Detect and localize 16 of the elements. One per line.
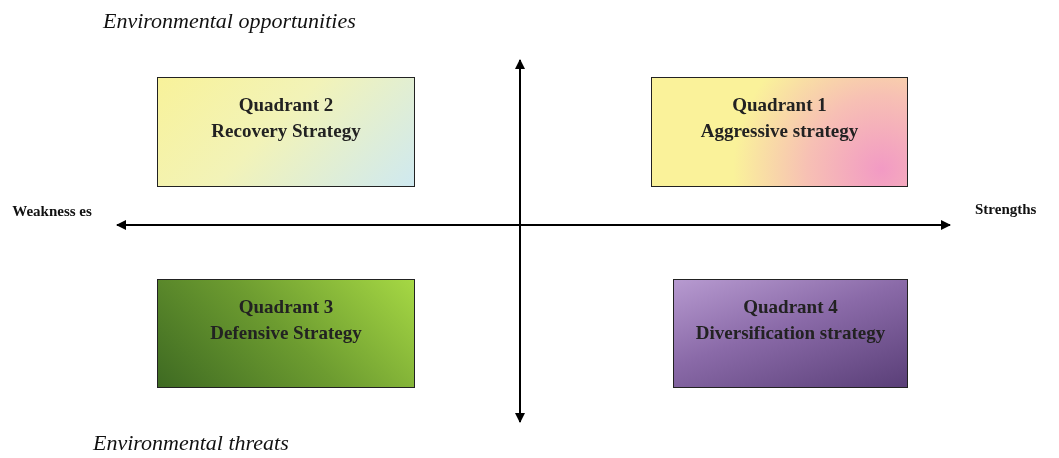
strategy-name: Diversification strategy	[695, 321, 886, 345]
quadrant-number: Quadrant 3	[238, 295, 334, 319]
quadrant-box	[157, 279, 415, 388]
strategy-name: Recovery Strategy	[211, 119, 361, 143]
axis-label: Environmental opportunities	[103, 8, 356, 34]
quadrant-box	[651, 77, 908, 187]
axis-label: Environmental threats	[93, 430, 289, 456]
strategy-name: Aggressive strategy	[700, 119, 859, 143]
quadrant-box	[157, 77, 415, 187]
quadrant-number: Quadrant 2	[238, 93, 334, 117]
quadrant-box	[673, 279, 908, 388]
quadrant-number: Quadrant 4	[743, 295, 838, 319]
axis-label: Strengths	[975, 201, 1037, 218]
axis-label: Weakness es	[11, 202, 93, 221]
quadrant-number: Quadrant 1	[732, 93, 827, 117]
strategy-name: Defensive Strategy	[210, 321, 362, 345]
